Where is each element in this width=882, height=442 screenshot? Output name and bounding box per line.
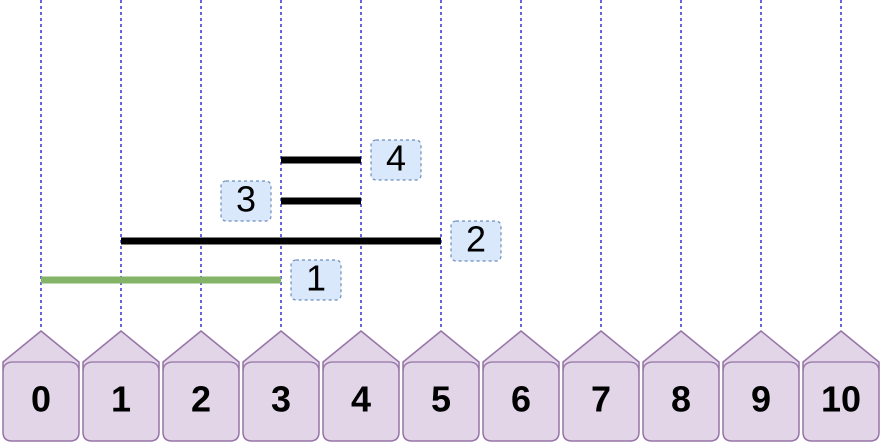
marker-shape <box>322 330 400 442</box>
marker-label: 3 <box>271 379 291 420</box>
marker-label: 5 <box>431 379 451 420</box>
position-marker-0: 0 <box>2 330 80 442</box>
interval-label-1: 1 <box>290 258 342 301</box>
marker-shape <box>82 330 160 442</box>
marker-shape-edge <box>482 361 560 373</box>
position-marker-2: 2 <box>162 330 240 442</box>
interval-label-text: 1 <box>306 258 326 299</box>
position-marker-1: 1 <box>82 330 160 442</box>
marker-label: 8 <box>671 379 691 420</box>
guide-lines <box>40 0 842 330</box>
marker-shape <box>722 330 800 442</box>
interval-label-text: 3 <box>236 179 256 220</box>
marker-label: 1 <box>111 379 131 420</box>
position-marker-8: 8 <box>642 330 720 442</box>
marker-shape-edge <box>802 361 880 373</box>
position-marker-6: 6 <box>482 330 560 442</box>
marker-shape <box>162 330 240 442</box>
marker-label: 7 <box>591 379 611 420</box>
marker-shape <box>642 330 720 442</box>
position-marker-5: 5 <box>402 330 480 442</box>
position-marker-7: 7 <box>562 330 640 442</box>
intervals <box>41 156 441 284</box>
marker-label: 0 <box>31 379 51 420</box>
marker-shape-edge <box>242 361 320 373</box>
position-marker-4: 4 <box>322 330 400 442</box>
marker-shape-edge <box>322 361 400 373</box>
marker-shape <box>2 330 80 442</box>
interval-label-3: 3 <box>220 179 272 222</box>
marker-shape-edge <box>2 361 80 373</box>
marker-label: 2 <box>191 379 211 420</box>
marker-label: 4 <box>351 379 371 420</box>
interval-label-text: 2 <box>466 219 486 260</box>
interval-label-text: 4 <box>386 138 406 179</box>
marker-shape-edge <box>162 361 240 373</box>
marker-shape <box>562 330 640 442</box>
position-marker-3: 3 <box>242 330 320 442</box>
position-marker-10: 10 <box>802 330 880 442</box>
marker-label: 10 <box>821 379 861 420</box>
marker-shape <box>242 330 320 442</box>
marker-shape-edge <box>562 361 640 373</box>
marker-shape <box>482 330 560 442</box>
position-markers: 0 1 2 3 4 5 6 7 8 9 10 <box>2 330 880 442</box>
interval-label-box <box>370 139 422 181</box>
marker-label: 9 <box>751 379 771 420</box>
interval-label-4: 4 <box>370 138 422 181</box>
position-marker-9: 9 <box>722 330 800 442</box>
interval-label-box <box>220 180 272 222</box>
marker-shape <box>402 330 480 442</box>
marker-shape-edge <box>642 361 720 373</box>
marker-shape <box>802 330 880 442</box>
interval-label-2: 2 <box>450 219 502 262</box>
marker-shape-edge <box>402 361 480 373</box>
interval-label-box <box>290 259 342 301</box>
interval-labels: 1 2 3 4 <box>220 138 502 301</box>
marker-shape-edge <box>82 361 160 373</box>
marker-label: 6 <box>511 379 531 420</box>
interval-label-box <box>450 220 502 262</box>
marker-shape-edge <box>722 361 800 373</box>
